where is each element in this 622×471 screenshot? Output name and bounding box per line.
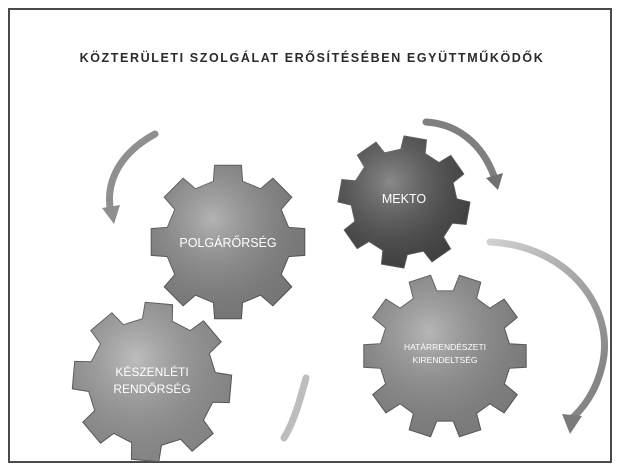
cycle-arrow-right [486,238,608,434]
cycle-arrow-top-left [102,130,159,224]
gear-label-hatarrendeszeti-line2: KIRENDELTSÉG [412,355,477,365]
cycle-arrow-bottom [280,374,310,442]
cycle-arrow-top-right [422,118,503,190]
gear-label-hatarrendeszeti-line1: HATÁRRENDÉSZETI [404,342,486,352]
slide: KÖZTERÜLETI SZOLGÁLAT ERŐSÍTÉSÉBEN EGYÜT… [8,8,612,463]
gear-mekto [337,135,471,269]
gear-label-keszenleti-line1: KÉSZENLÉTI [115,364,188,379]
gear-hatarrendeszeti [363,274,527,438]
gear-polgarorseg [150,164,306,320]
slide-title: KÖZTERÜLETI SZOLGÁLAT ERŐSÍTÉSÉBEN EGYÜT… [79,51,545,65]
gear-diagram: POLGÁRŐRSÉG MEKTO KÉSZENLÉTI RENDŐRSÉG H… [71,118,608,463]
gear-keszenleti [71,301,233,463]
gear-label-keszenleti-line2: RENDŐRSÉG [113,381,190,396]
gear-label-polgarorseg: POLGÁRŐRSÉG [179,235,276,250]
gear-label-mekto: MEKTO [382,192,426,206]
